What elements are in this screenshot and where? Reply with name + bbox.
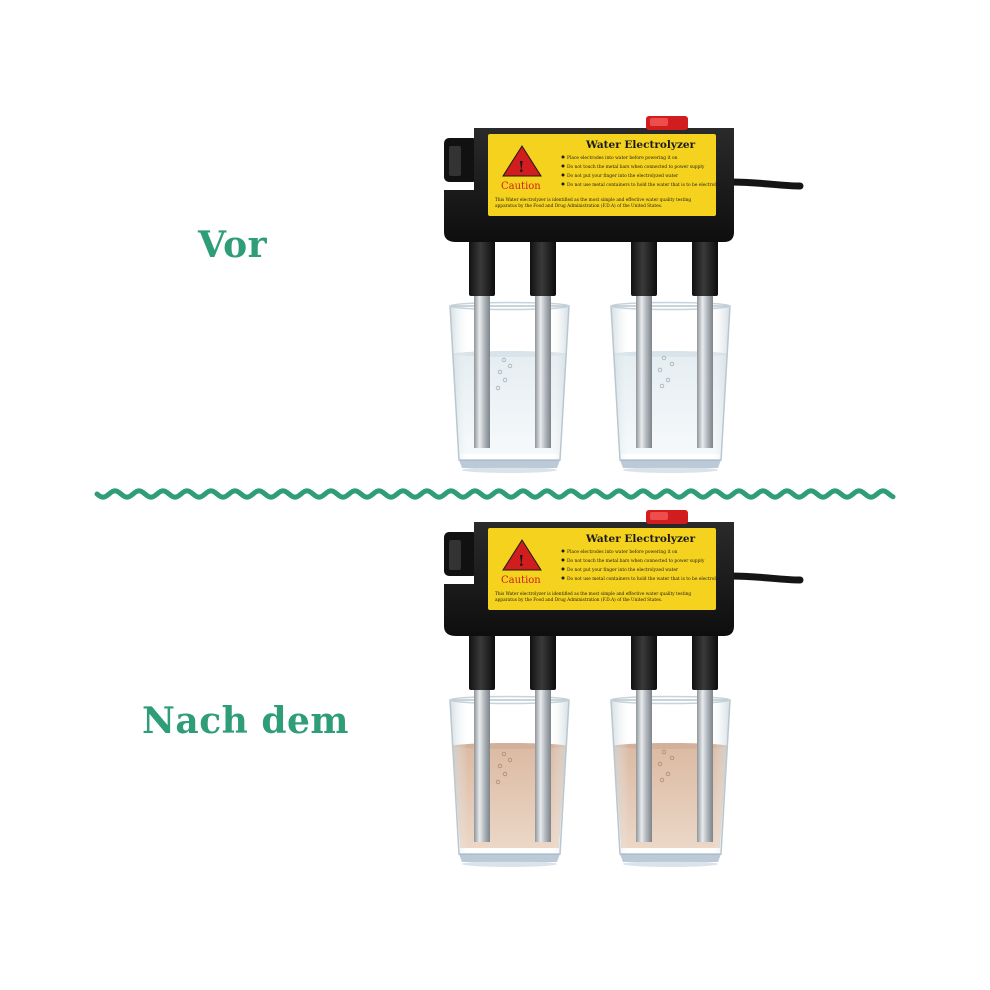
electrode-rod: [474, 296, 490, 448]
electrode-rod: [697, 296, 713, 448]
bubble: [661, 749, 667, 755]
svg-text:!: !: [518, 158, 525, 176]
glass-cup: [449, 305, 570, 461]
glass-base: [459, 460, 560, 468]
glass-cup: [449, 699, 570, 855]
bubble: [661, 355, 667, 361]
bubble: [669, 361, 675, 367]
power-cord: [726, 572, 804, 584]
electrode-cap: [530, 240, 556, 296]
bubble: [657, 367, 663, 373]
electrode-cap: [631, 634, 657, 690]
electrode-cap: [469, 240, 495, 296]
electrode-cap: [469, 634, 495, 690]
label-bullet: Do not put your finger into the electrol…: [567, 174, 679, 179]
bubble: [502, 377, 508, 383]
warning-icon: [502, 539, 542, 571]
bubble: [669, 755, 675, 761]
bubble: [497, 763, 503, 769]
electrode-rod: [636, 296, 652, 448]
label-title: Water Electrolyzer: [585, 139, 696, 151]
electrode-rod: [474, 690, 490, 842]
electrode-rod: [535, 690, 551, 842]
electrode-cap: [631, 240, 657, 296]
before-label: Vor: [198, 224, 268, 266]
electrode-rod: [636, 690, 652, 842]
bubble: [657, 761, 663, 767]
bubble: [507, 363, 513, 369]
label-bullet: Do not touch the metal bars when connect…: [567, 559, 705, 564]
label-bullet: Place electrodes into water before power…: [567, 156, 678, 161]
label-bullet: Place electrodes into water before power…: [567, 550, 678, 555]
label-footer: This Water electrolyzer is identified as…: [495, 592, 691, 597]
label-bullet: Do not touch the metal bars when connect…: [567, 165, 705, 170]
glass-base: [620, 854, 721, 862]
electrode-cap: [530, 634, 556, 690]
bubble: [665, 771, 671, 777]
glass-base: [459, 854, 560, 862]
electrode-cap: [692, 240, 718, 296]
bubble: [502, 771, 508, 777]
caution-text: Caution: [501, 575, 541, 586]
glass-base: [620, 460, 721, 468]
label-bullet: Do not use metal containers to hold the …: [567, 183, 726, 188]
caution-text: Caution: [501, 181, 541, 192]
wavy-divider: [94, 488, 896, 500]
after-label: Nach dem: [142, 700, 350, 742]
label-bullet: Do not put your finger into the electrol…: [567, 568, 679, 573]
label-bullet: Do not use metal containers to hold the …: [567, 577, 726, 582]
bubble: [507, 757, 513, 763]
bubble: [501, 357, 507, 363]
label-footer: apparatus by the Food and Drug Administr…: [495, 598, 662, 603]
bubble: [501, 751, 507, 757]
label-footer: apparatus by the Food and Drug Administr…: [495, 204, 662, 209]
electrode-cap: [692, 634, 718, 690]
label-footer: This Water electrolyzer is identified as…: [495, 198, 691, 203]
bubble: [497, 369, 503, 375]
bubble: [495, 385, 501, 391]
bubble: [659, 383, 665, 389]
label-title: Water Electrolyzer: [585, 533, 696, 545]
warning-icon: [502, 145, 542, 177]
bubble: [659, 777, 665, 783]
electrode-rod: [697, 690, 713, 842]
bubble: [495, 779, 501, 785]
bubble: [665, 377, 671, 383]
power-cord: [726, 178, 804, 190]
svg-text:!: !: [518, 552, 525, 570]
electrode-rod: [535, 296, 551, 448]
